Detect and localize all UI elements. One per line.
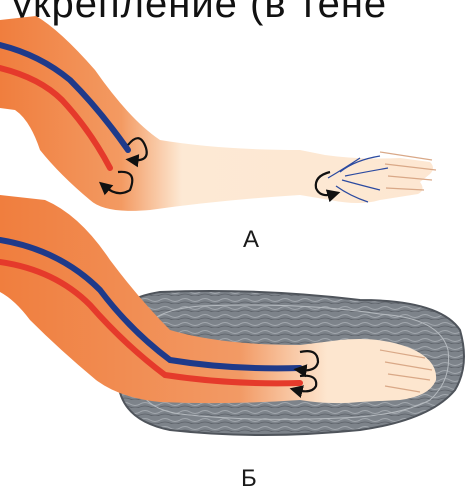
panel-b-label: Б (241, 467, 257, 491)
panel-a-label: А (243, 228, 259, 252)
panel-a-arm (0, 16, 436, 211)
